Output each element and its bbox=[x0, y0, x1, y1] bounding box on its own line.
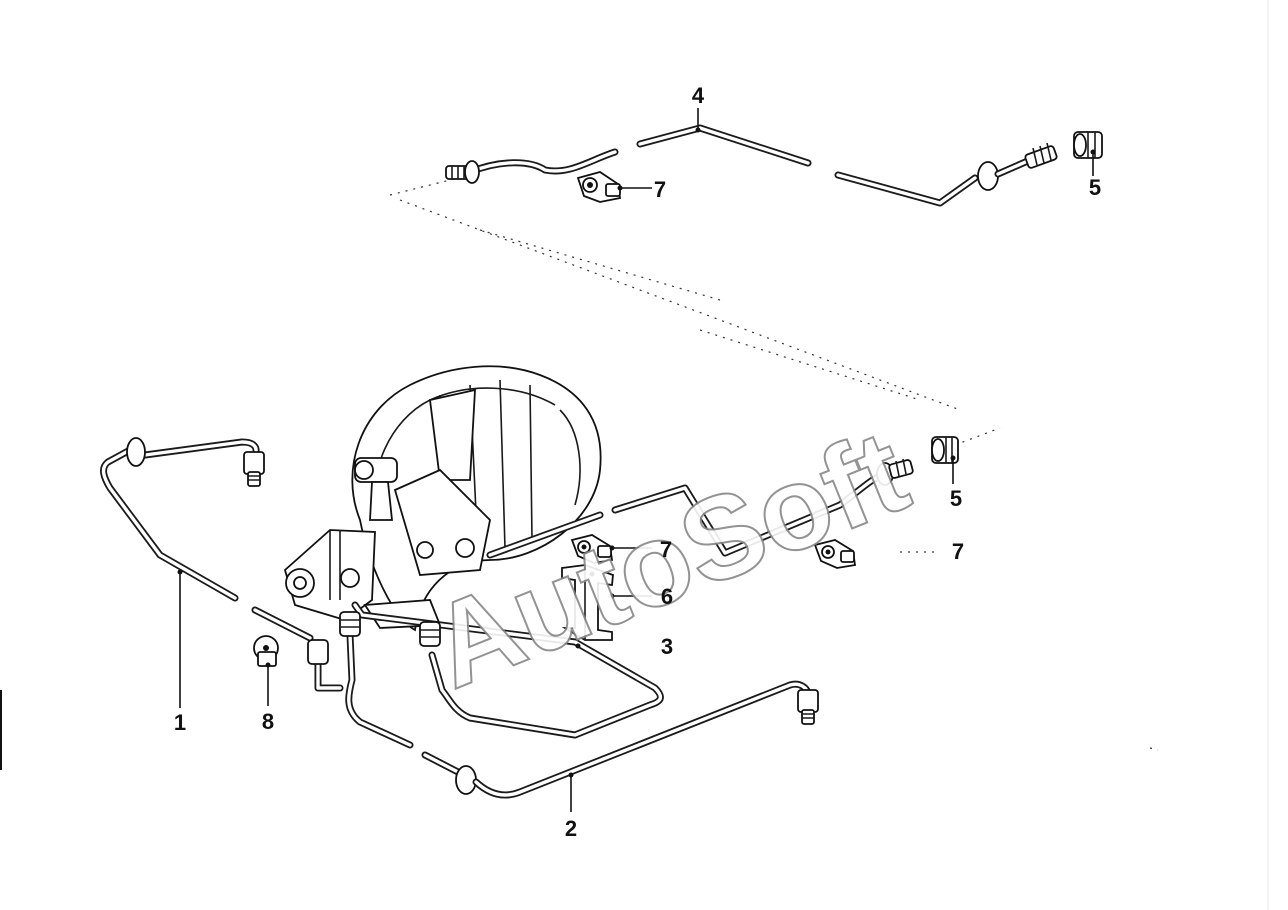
leader-lines bbox=[177, 108, 1096, 812]
brake-line-right bbox=[611, 458, 914, 557]
brake-line-2 bbox=[307, 611, 819, 799]
callout-6: 6 bbox=[661, 584, 673, 609]
brake-line-4 bbox=[445, 124, 1058, 207]
pipe-clip-7-center bbox=[570, 534, 614, 564]
callout-3: 3 bbox=[661, 634, 673, 659]
pipe-clip-7-right bbox=[813, 539, 857, 569]
union-nut-5-upper bbox=[1073, 131, 1103, 159]
callout-8: 8 bbox=[262, 709, 274, 734]
pipe-clip-7-upper bbox=[576, 171, 622, 203]
mounting-bracket-6 bbox=[561, 564, 614, 641]
brake-line-1 bbox=[100, 437, 314, 642]
bolt-8 bbox=[253, 635, 279, 667]
brake-regulator-assembly bbox=[283, 365, 604, 632]
assembly-guide-lines bbox=[389, 174, 1159, 751]
callout-4: 4 bbox=[692, 83, 705, 108]
callout-labels: 1 2 3 4 5 5 6 7 7 7 8 bbox=[174, 83, 1101, 841]
callout-7-right: 7 bbox=[952, 539, 964, 564]
brake-line-3 bbox=[351, 601, 664, 739]
callout-7-upper: 7 bbox=[654, 177, 666, 202]
callout-7-center: 7 bbox=[660, 537, 672, 562]
callout-2: 2 bbox=[565, 816, 577, 841]
callout-5-lower: 5 bbox=[950, 486, 962, 511]
callout-5-upper: 5 bbox=[1089, 175, 1101, 200]
callout-1: 1 bbox=[174, 710, 186, 735]
